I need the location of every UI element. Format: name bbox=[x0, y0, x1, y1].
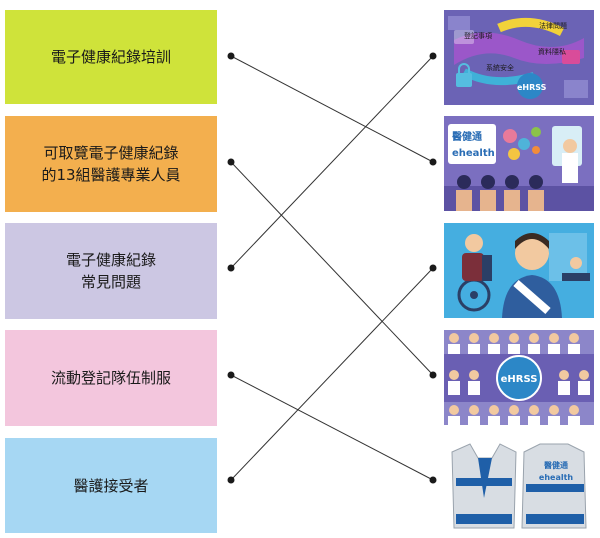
image-text: eHRSS bbox=[517, 83, 547, 92]
right-endpoint-dot-2[interactable] bbox=[429, 264, 437, 272]
left-endpoint-dot-3[interactable] bbox=[227, 371, 235, 379]
left-endpoint-dot-0[interactable] bbox=[227, 52, 235, 60]
image-text: 系統安全 bbox=[486, 63, 514, 72]
connector-line-2 bbox=[230, 55, 434, 269]
care-recipients-illustration[interactable] bbox=[444, 223, 594, 318]
image-text: eHRSS bbox=[501, 374, 538, 385]
image-text: 醫健通 bbox=[544, 460, 568, 470]
label-box-care-recipients[interactable]: 醫護接受者 bbox=[5, 438, 217, 533]
left-endpoint-dot-4[interactable] bbox=[227, 476, 235, 484]
connector-line-3 bbox=[230, 374, 434, 481]
label-box-ehr-training[interactable]: 電子健康紀錄培訓 bbox=[5, 10, 217, 104]
right-endpoint-dot-1[interactable] bbox=[429, 158, 437, 166]
left-endpoint-dot-1[interactable] bbox=[227, 158, 235, 166]
healthcare-professionals-illustration[interactable]: eHRSS bbox=[444, 330, 594, 425]
label-box-faq[interactable]: 電子健康紀錄 常見問題 bbox=[5, 223, 217, 319]
training-illustration[interactable]: 醫健通 ehealth bbox=[444, 116, 594, 211]
label-text: 可取覽電子健康紀錄 的13組醫護專業人員 bbox=[41, 144, 181, 184]
right-endpoint-dot-3[interactable] bbox=[429, 371, 437, 379]
right-endpoint-dot-0[interactable] bbox=[429, 52, 437, 60]
image-text: 法律問題 bbox=[539, 21, 567, 30]
image-text: ehealth bbox=[539, 473, 574, 482]
label-text: 流動登記隊伍制服 bbox=[50, 369, 171, 387]
label-text: 電子健康紀錄培訓 bbox=[50, 48, 171, 66]
label-text: 電子健康紀錄 常見問題 bbox=[65, 251, 156, 291]
connector-line-1 bbox=[230, 161, 434, 376]
label-box-registration-uniform[interactable]: 流動登記隊伍制服 bbox=[5, 330, 217, 426]
connector-line-4 bbox=[230, 267, 434, 481]
right-endpoint-dot-4[interactable] bbox=[429, 476, 437, 484]
image-text: ehealth bbox=[452, 148, 495, 159]
left-endpoint-dot-2[interactable] bbox=[227, 264, 235, 272]
label-text: 醫護接受者 bbox=[73, 476, 149, 495]
ehrss-security-illustration[interactable]: 法律問題 登記事項 資料隱私 系統安全 eHRSS bbox=[444, 10, 594, 105]
connector-line-0 bbox=[230, 55, 434, 163]
image-text: 醫健通 bbox=[452, 130, 482, 143]
image-text: 登記事項 bbox=[464, 31, 492, 40]
vest-uniform-illustration[interactable]: 醫健通 ehealth bbox=[444, 438, 594, 533]
image-text: 資料隱私 bbox=[538, 47, 566, 56]
label-box-13-professions[interactable]: 可取覽電子健康紀錄 的13組醫護專業人員 bbox=[5, 116, 217, 212]
